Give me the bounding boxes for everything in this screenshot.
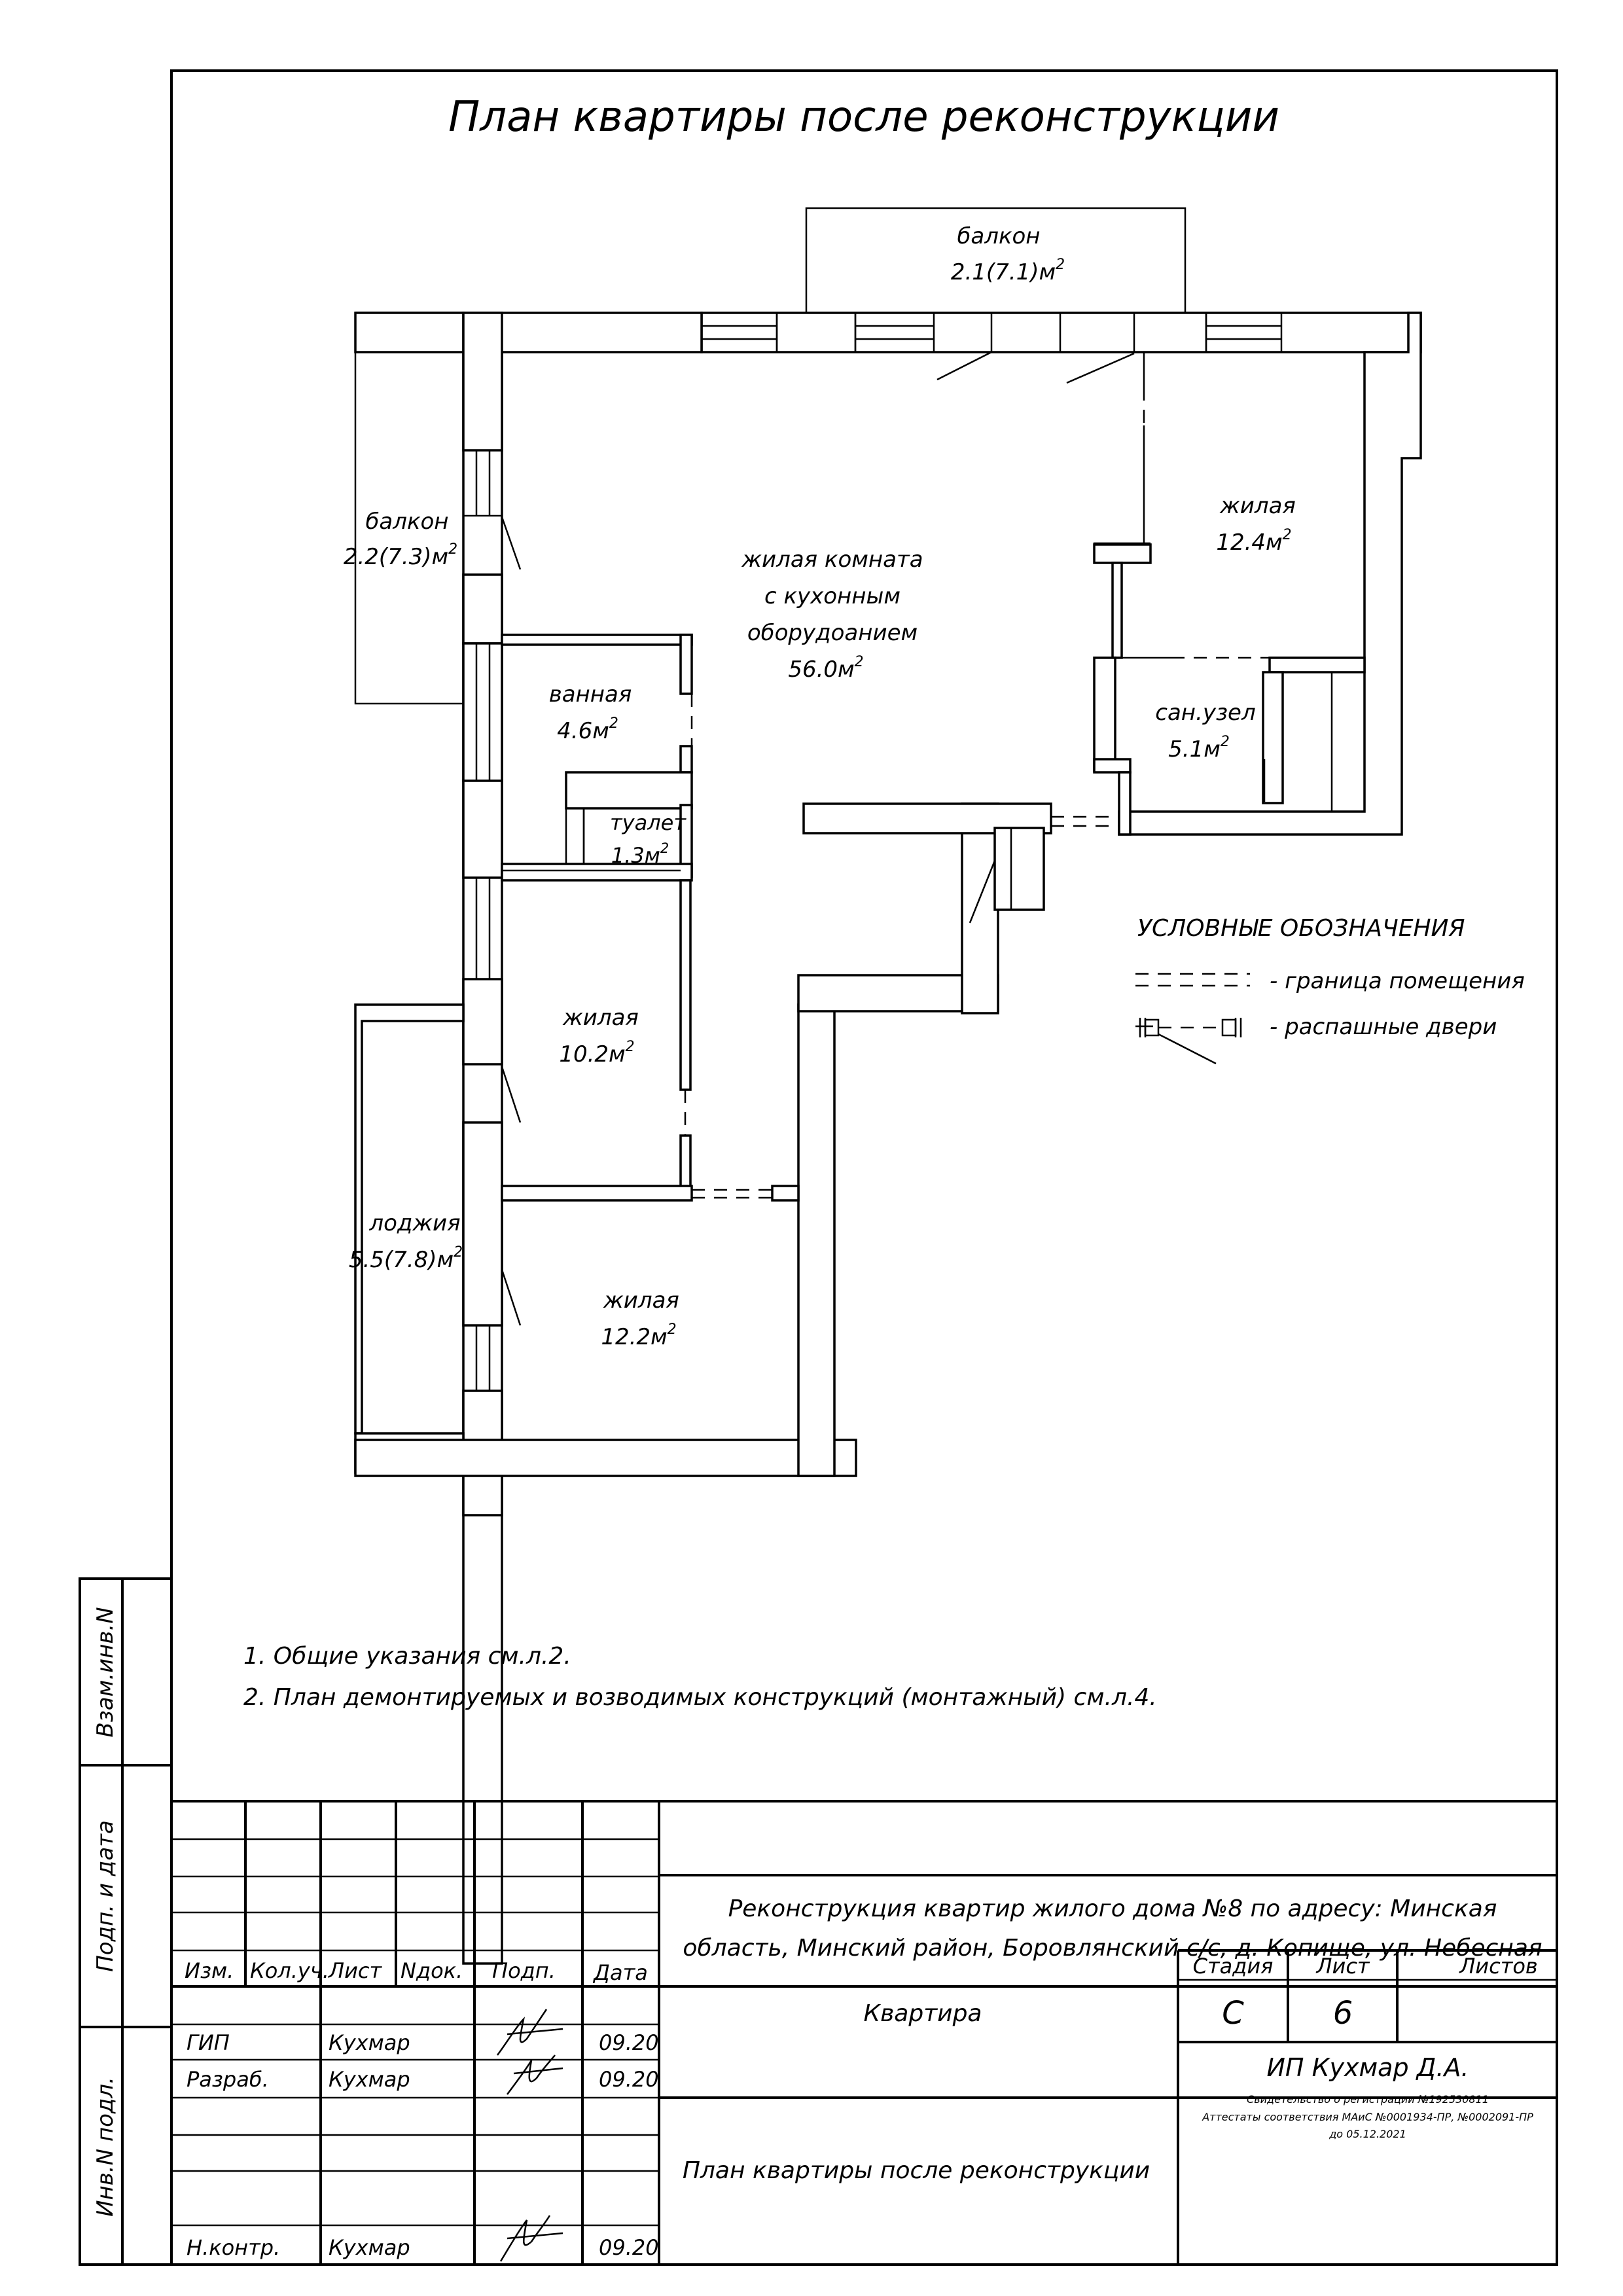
room-labels: балкон 2.1(7.1)м2 балкон 2.2(7.3)м2 жила…: [344, 223, 1296, 1350]
balcony-top-area: 2.1(7.1)м2: [951, 257, 1065, 285]
hdr-ndok: Nдок.: [401, 1958, 463, 1983]
living-kitchen-line2: с кухонным: [764, 583, 901, 609]
legend-title: УСЛОВНЫЕ ОБОЗНАЧЕНИЯ: [1137, 915, 1465, 942]
balcony-top-name: балкон: [957, 223, 1040, 249]
row-dev-role: Разраб.: [187, 2067, 269, 2092]
row-gip-role: ГИП: [187, 2030, 230, 2055]
sheet-frame: [170, 69, 1558, 2266]
sheet-title: План квартиры после реконструкции: [683, 2157, 1150, 2184]
bathroom-area: 4.6м2: [557, 715, 618, 744]
hdr-kol: Кол.уч.: [250, 1958, 329, 1983]
living-ne-name: жилая: [1219, 493, 1296, 519]
title-block: Изм. Кол.уч. Лист Nдок. Подп. Дата ГИП К…: [171, 1800, 1557, 2265]
page-title: План квартиры после реконструкции: [448, 93, 1279, 141]
legend-door-symbol: [1135, 1018, 1242, 1065]
object-name: Квартира: [864, 2000, 982, 2027]
row-nk-name: Кухмар: [329, 2235, 410, 2260]
signature-dev: [506, 2054, 563, 2095]
living-ne-area: 12.4м2: [1216, 527, 1291, 556]
row-dev-name: Кухмар: [329, 2067, 410, 2092]
hdr-date: Дата: [592, 1960, 648, 1985]
legend-door-label: - распашные двери: [1270, 1014, 1497, 1040]
legend-boundary-label: - граница помещения: [1270, 968, 1525, 994]
living-w-name: жилая: [562, 1005, 639, 1031]
row-dev-date: 09.20: [599, 2067, 659, 2092]
toilet-name: туалет: [610, 810, 687, 835]
balcony-left-name: балкон: [365, 509, 448, 535]
sheets-label: Листов: [1459, 1954, 1538, 1979]
project-line-1: Реконструкция квартир жилого дома №8 по …: [728, 1895, 1497, 1922]
company-cert-2: Аттестаты соответствия МАиС №0001934-ПР,…: [1202, 2111, 1533, 2123]
company-cert-1: Свидетельство о регистрации №192530811: [1247, 2093, 1489, 2106]
living-sw-area: 12.2м2: [601, 1321, 676, 1350]
sheet-label: Лист: [1315, 1954, 1370, 1979]
floor-plan: [354, 207, 1422, 1965]
living-kitchen-line3: оборудоанием: [747, 620, 918, 646]
loggia-area: 5.5(7.8)м2: [349, 1244, 463, 1273]
stamp-replace-inv: Взам.инв.N: [92, 1607, 118, 1737]
company-cert-3: до 05.12.2021: [1329, 2128, 1406, 2140]
hdr-list: Лист: [328, 1958, 382, 1983]
signature-nk: [499, 2215, 563, 2262]
stage-value: С: [1222, 1995, 1244, 2032]
sanuzel-area: 5.1м2: [1168, 734, 1230, 762]
row-gip-date: 09.20: [599, 2030, 659, 2055]
stamp-sign-date: Подп. и дата: [92, 1820, 118, 1972]
signature-gip: [496, 2009, 563, 2056]
living-w-area: 10.2м2: [559, 1039, 634, 1067]
row-nk-date: 09.20: [599, 2235, 659, 2260]
note-1: 1. Общие указания см.л.2.: [243, 1643, 571, 1670]
row-nk-role: Н.контр.: [187, 2235, 280, 2260]
hdr-podp: Подп.: [492, 1958, 556, 1983]
loggia-name: лоджия: [368, 1210, 460, 1236]
balcony-left-area: 2.2(7.3)м2: [344, 541, 457, 570]
note-2: 2. План демонтируемых и возводимых конст…: [243, 1684, 1157, 1711]
sanuzel-name: сан.узел: [1155, 700, 1255, 726]
project-line-2: область, Минский район, Боровлянский с/с…: [683, 1935, 1542, 1962]
bathroom-name: ванная: [549, 681, 632, 708]
walls: [354, 312, 1422, 1965]
balcony-top: [700, 207, 1422, 384]
hdr-izm: Изм.: [185, 1958, 234, 1983]
row-gip-name: Кухмар: [329, 2030, 410, 2055]
living-kitchen-area: 56.0м2: [788, 654, 863, 683]
toilet-area: 1.3м2: [611, 840, 669, 868]
living-kitchen-line1: жилая комната: [741, 547, 923, 573]
stage-label: Стадия: [1193, 1954, 1274, 1979]
company-name: ИП Кухмар Д.А.: [1266, 2053, 1469, 2082]
stamp-inv-orig: Инв.N подл.: [92, 2077, 118, 2217]
notes: 1. Общие указания см.л.2. 2. План демонт…: [243, 1643, 1157, 1711]
legend: УСЛОВНЫЕ ОБОЗНАЧЕНИЯ - граница помещения…: [1135, 915, 1525, 1065]
sheet-number: 6: [1333, 1995, 1353, 2032]
side-stamp: Взам.инв.N Подп. и дата Инв.N подл.: [79, 1577, 173, 2266]
living-sw-name: жилая: [603, 1287, 679, 1314]
